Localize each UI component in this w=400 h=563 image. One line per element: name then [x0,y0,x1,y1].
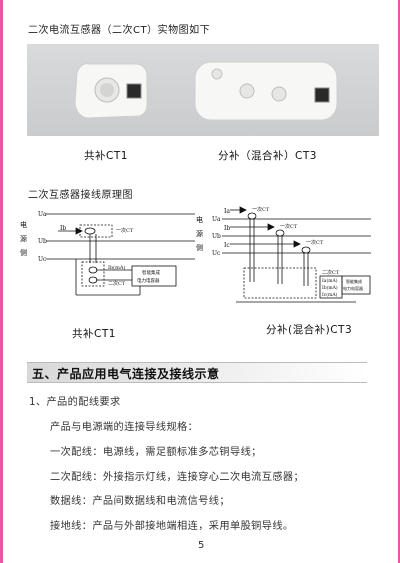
photo-caption-ct1: 共补CT1 [84,150,128,162]
left-device-label-1: 智能集成 [142,269,160,276]
right-ic-label: Ic [224,242,230,249]
right-device-label-2: 电力电容器 [343,285,363,291]
right-secondary-ct-label: 二次CT [322,269,340,276]
diagram-caption-ct1: 共补CT1 [72,328,116,340]
section-5-header: 五、产品应用电气连接及接线示意 [27,362,367,383]
right-ib-ma-label: Ib(mA) [322,284,338,291]
ct-photo [27,44,379,136]
left-device-label-2: 电力电容器 [137,277,160,284]
right-ic-ma-label: Ic(mA) [322,291,338,298]
left-secondary-ct-label: 二次CT [108,280,126,287]
left-side-label-2: 源 [20,234,27,243]
left-ib-ma-label: Ib(mA) [108,264,125,271]
right-side-label-2: 源 [196,229,203,238]
right-primary-ct-label-b: 一次CT [280,223,298,230]
left-primary-ct-label: 一次CT [116,227,134,234]
left-side-label-3: 侧 [20,248,27,257]
wiring-line-3: 二次配线：外接指示灯线，连接穿心二次电流互感器； [50,472,305,483]
page-edge-left [0,0,3,563]
wiring-line-2: 一次配线：电源线，需足额标准多芯铜导线； [50,447,262,458]
ct-photo-drawing [74,61,338,121]
page-edge-right [398,0,400,563]
section-5-title: 五、产品应用电气连接及接线示意 [32,367,220,381]
diagram-heading: 二次互感器接线原理图 [28,190,133,201]
diagram-caption-ct3: 分补(混合补)CT3 [266,324,353,336]
right-line-ua-label: Ua [212,216,221,223]
right-primary-ct-label-c: 一次CT [306,239,324,246]
right-ib-label: Ib [224,225,230,232]
wiring-diagram-ct1: 电 源 侧 Ua Ub Uc Ib 一次CT Ib(mA) 二次CT 智能集成 … [20,211,195,296]
right-device-label-1: 智能集成 [346,278,362,284]
left-ib-label: Ib [60,225,66,232]
photo-heading: 二次电流互感器（二次CT）实物图如下 [28,25,211,36]
wiring-line-1: 产品与电源端的连接导线规格： [50,422,199,433]
wiring-diagram-ct3: 电 源 侧 Ua Ub Uc Ia Ib Ic 一次CT 一次CT 一次CT 二… [196,206,371,303]
wiring-line-5: 接地线：产品与外部接地端相连，采用单股铜导线。 [50,521,294,532]
right-line-uc-label: Uc [212,250,221,257]
ct1-device-shape [74,63,148,119]
right-primary-ct-label-a: 一次CT [252,206,270,213]
left-line-ub-label: Ub [38,238,47,245]
left-line-uc-label: Uc [38,256,47,263]
item-1-title: 1、产品的配线要求 [29,397,121,408]
right-side-label-1: 电 [196,215,203,224]
right-ia-ma-label: Ia(mA) [322,277,338,284]
page-number: 5 [198,540,205,551]
ct3-device-shape [194,61,338,121]
left-side-label-1: 电 [20,220,27,229]
right-line-ub-label: Ub [212,233,221,240]
right-ia-label: Ia [224,208,230,215]
photo-caption-ct3: 分补（混合补）CT3 [218,150,317,162]
left-line-ua-label: Ua [38,211,47,218]
wiring-line-4: 数据线：产品间数据线和电流信号线； [50,496,230,507]
right-side-label-3: 侧 [196,243,203,252]
